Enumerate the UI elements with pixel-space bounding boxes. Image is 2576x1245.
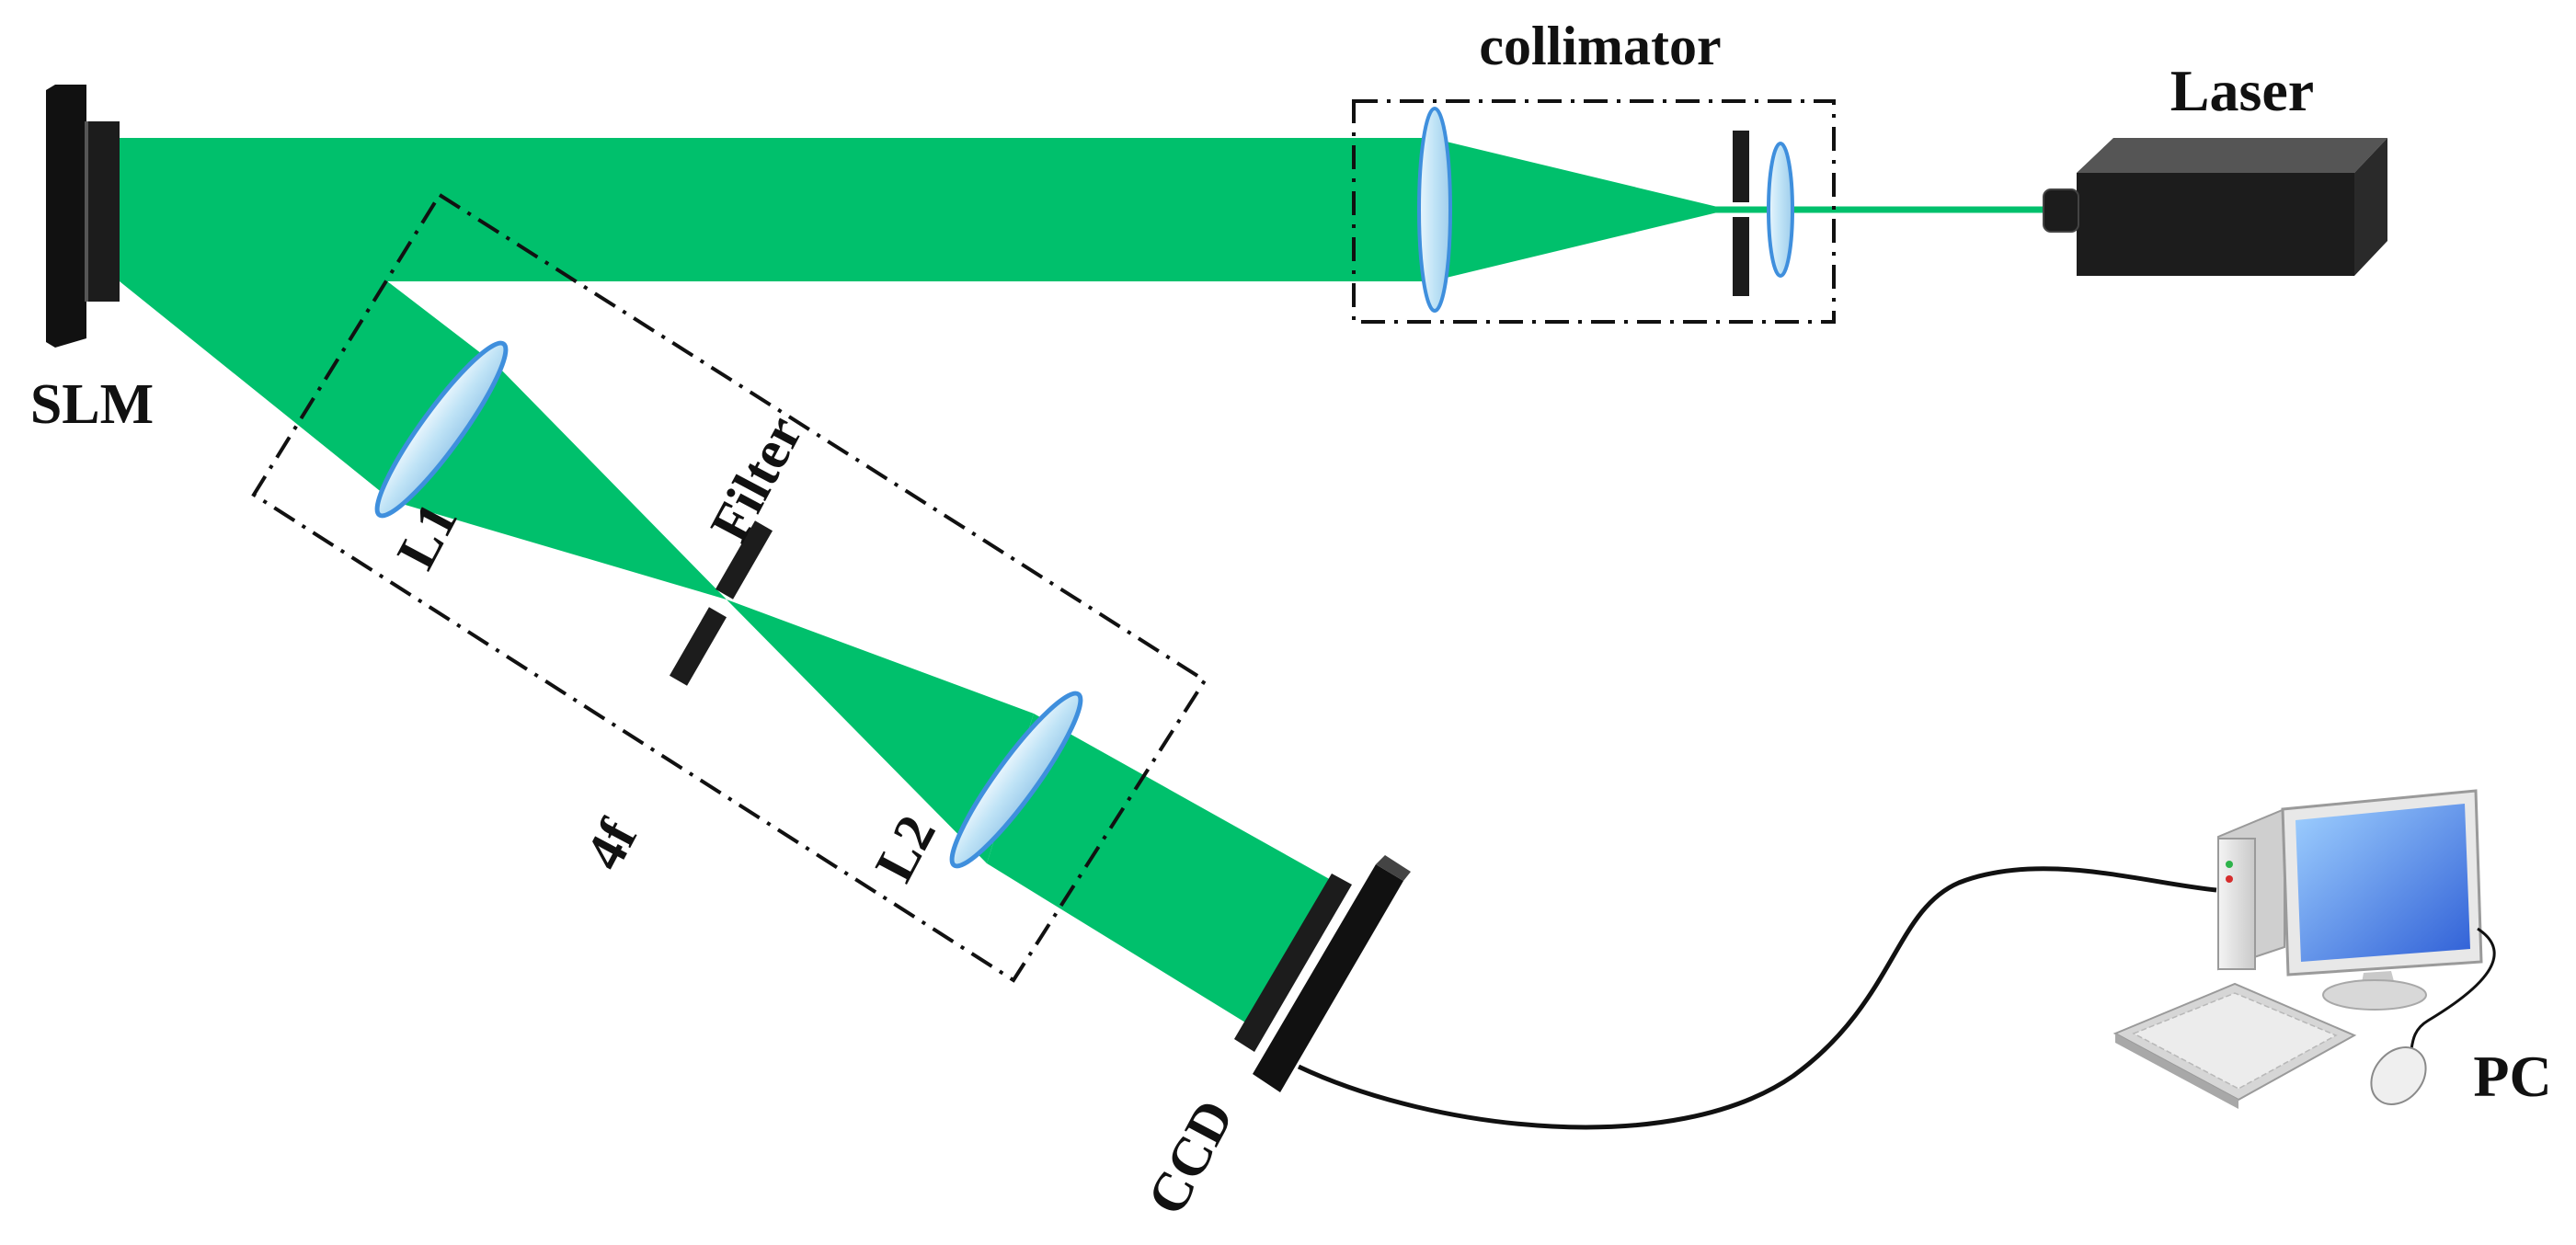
ccd-front-plate xyxy=(1234,874,1352,1052)
pc-tower-front xyxy=(2217,838,2256,970)
collimator-lens-large xyxy=(1417,107,1452,313)
four-f-box xyxy=(251,192,1208,983)
collimator-box xyxy=(1352,99,1836,324)
l2-label: L2 xyxy=(864,805,947,891)
pinhole-lower xyxy=(1733,217,1749,296)
ccd-label: CCD xyxy=(1136,1091,1245,1225)
pc-power-led-red xyxy=(2226,875,2233,883)
slm-front-plate xyxy=(86,121,120,302)
slm-label: SLM xyxy=(30,373,154,436)
output-beam-to-ccd xyxy=(987,714,1341,1025)
collimator-label: collimator xyxy=(1479,16,1721,76)
pinhole-upper xyxy=(1733,131,1749,202)
pc-label: PC xyxy=(2473,1044,2551,1109)
lens-l2 xyxy=(949,691,1083,869)
pc-monitor-screen xyxy=(2296,804,2470,962)
laser-aperture xyxy=(2043,188,2079,233)
ccd-back-plate xyxy=(1253,864,1403,1092)
filter-block-upper xyxy=(715,520,773,600)
pc-power-led-green xyxy=(2226,861,2233,868)
pc-monitor-base xyxy=(2322,979,2427,1011)
reflected-beam-body xyxy=(120,278,498,501)
collimator-lens-small xyxy=(1767,142,1794,278)
ccd-sensor-icon: CCD xyxy=(1136,855,1411,1224)
filter-block-lower xyxy=(669,607,727,686)
collimated-beam xyxy=(120,138,1431,281)
filter-label: Filter xyxy=(699,406,815,551)
ccd-to-pc-cable xyxy=(1297,866,2217,1130)
l2-diverging-beam xyxy=(727,600,1034,863)
pc-keyboard-keys xyxy=(2132,992,2338,1090)
l1-converging-beam xyxy=(393,366,727,600)
pc-keyboard-edge xyxy=(2115,1034,2238,1109)
collimator-assembly: collimator xyxy=(1352,16,1836,324)
laser-front-face xyxy=(2077,173,2354,276)
laser-side-face xyxy=(2354,138,2387,276)
laser-label: Laser xyxy=(2170,58,2314,123)
lens-l1 xyxy=(374,340,509,519)
laser-top-face xyxy=(2077,138,2387,173)
slm-plate-icon: SLM xyxy=(30,85,154,436)
laser-beam-paths xyxy=(120,138,2044,1025)
laser-box-icon: Laser xyxy=(2043,58,2387,276)
slm-back-plate xyxy=(46,85,86,348)
pc-mouse-cable xyxy=(2408,927,2496,1058)
four-f-label: 4f xyxy=(573,809,648,879)
pc-mouse xyxy=(2370,1046,2427,1105)
desktop-computer-icon: PC xyxy=(2112,789,2552,1109)
slm-face-highlight xyxy=(85,121,88,302)
ccd-back-top xyxy=(1376,855,1411,881)
collimator-beam-cone xyxy=(1431,138,1729,281)
